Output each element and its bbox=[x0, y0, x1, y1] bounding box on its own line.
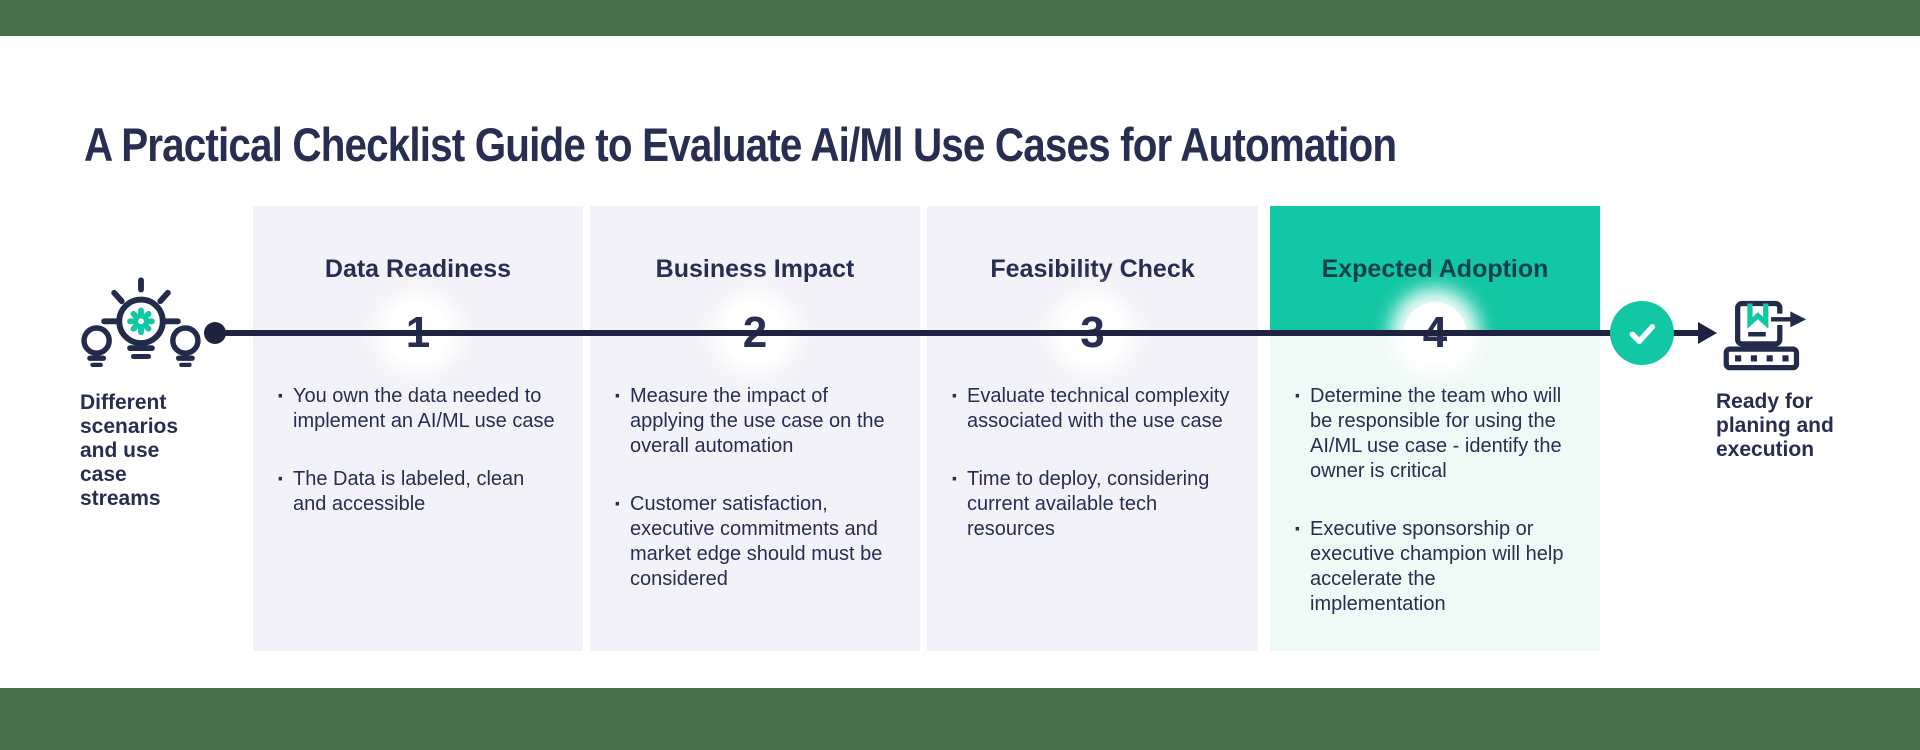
timeline-line bbox=[215, 330, 1698, 336]
bookmark-ribbon-icon bbox=[1747, 303, 1769, 329]
check-icon bbox=[1610, 301, 1674, 365]
bullet-item: · Evaluate technical complexity associat… bbox=[951, 384, 1230, 434]
bullet-list: · Measure the impact of applying the use… bbox=[614, 384, 892, 625]
bullet-dot: · bbox=[614, 383, 622, 410]
bullet-text: Executive sponsorship or executive champ… bbox=[1310, 518, 1564, 615]
bottom-green-band bbox=[0, 688, 1920, 750]
bullet-list: · Evaluate technical complexity associat… bbox=[951, 384, 1230, 575]
bullet-dot: · bbox=[1294, 383, 1302, 410]
card-title: Business Impact bbox=[655, 255, 855, 283]
bullet-list: · Determine the team who will be respons… bbox=[1294, 384, 1572, 650]
page-title: A Practical Checklist Guide to Evaluate … bbox=[84, 118, 1397, 172]
bullet-item: · Measure the impact of applying the use… bbox=[614, 384, 892, 459]
bullet-item: · Determine the team who will be respons… bbox=[1294, 384, 1572, 484]
bullet-text: Determine the team who will be responsib… bbox=[1310, 385, 1562, 482]
bullet-dot: · bbox=[951, 466, 959, 493]
step-card-business-impact: Business Impact 2 · Measure the impact o… bbox=[590, 206, 920, 651]
bullet-list: · You own the data needed to implement a… bbox=[277, 384, 555, 550]
bullet-text: Customer satisfaction, executive commitm… bbox=[630, 493, 883, 590]
card-header: Feasibility Check bbox=[927, 206, 1258, 333]
bullet-text: You own the data needed to implement an … bbox=[293, 385, 555, 432]
card-title: Expected Adoption bbox=[1321, 255, 1549, 283]
package-conveyor-icon bbox=[1723, 300, 1807, 371]
bullet-dot: · bbox=[277, 466, 285, 493]
bullet-item: · Executive sponsorship or executive cha… bbox=[1294, 517, 1572, 617]
card-header: Data Readiness bbox=[253, 206, 583, 333]
step-card-expected-adoption: Expected Adoption 4 · Determine the team… bbox=[1270, 206, 1600, 651]
left-flow-caption: Different scenarios and use case streams bbox=[80, 391, 179, 510]
arrow-right-icon bbox=[1698, 322, 1717, 344]
bullet-dot: · bbox=[277, 383, 285, 410]
card-header: Business Impact bbox=[590, 206, 920, 333]
idea-lightbulbs-icon bbox=[81, 277, 201, 367]
bullet-text: The Data is labeled, clean and accessibl… bbox=[293, 468, 525, 515]
top-green-band bbox=[0, 0, 1920, 36]
bullet-item: · You own the data needed to implement a… bbox=[277, 384, 555, 434]
gear-icon bbox=[127, 307, 155, 336]
right-flow-caption: Ready for planing and execution bbox=[1716, 390, 1834, 461]
bullet-dot: · bbox=[951, 383, 959, 410]
bullet-text: Evaluate technical complexity associated… bbox=[967, 385, 1230, 432]
step-card-data-readiness: Data Readiness 1 · You own the data need… bbox=[253, 206, 583, 651]
bullet-item: · Time to deploy, considering current av… bbox=[951, 467, 1230, 542]
card-title: Data Readiness bbox=[324, 255, 512, 283]
bullet-text: Measure the impact of applying the use c… bbox=[630, 385, 885, 457]
bullet-dot: · bbox=[1294, 516, 1302, 543]
card-title: Feasibility Check bbox=[990, 255, 1195, 283]
bullet-text: Time to deploy, considering current avai… bbox=[967, 468, 1210, 540]
step-card-feasibility-check: Feasibility Check 3 · Evaluate technical… bbox=[927, 206, 1258, 651]
bullet-item: · Customer satisfaction, executive commi… bbox=[614, 492, 892, 592]
bullet-dot: · bbox=[614, 491, 622, 518]
bullet-item: · The Data is labeled, clean and accessi… bbox=[277, 467, 555, 517]
